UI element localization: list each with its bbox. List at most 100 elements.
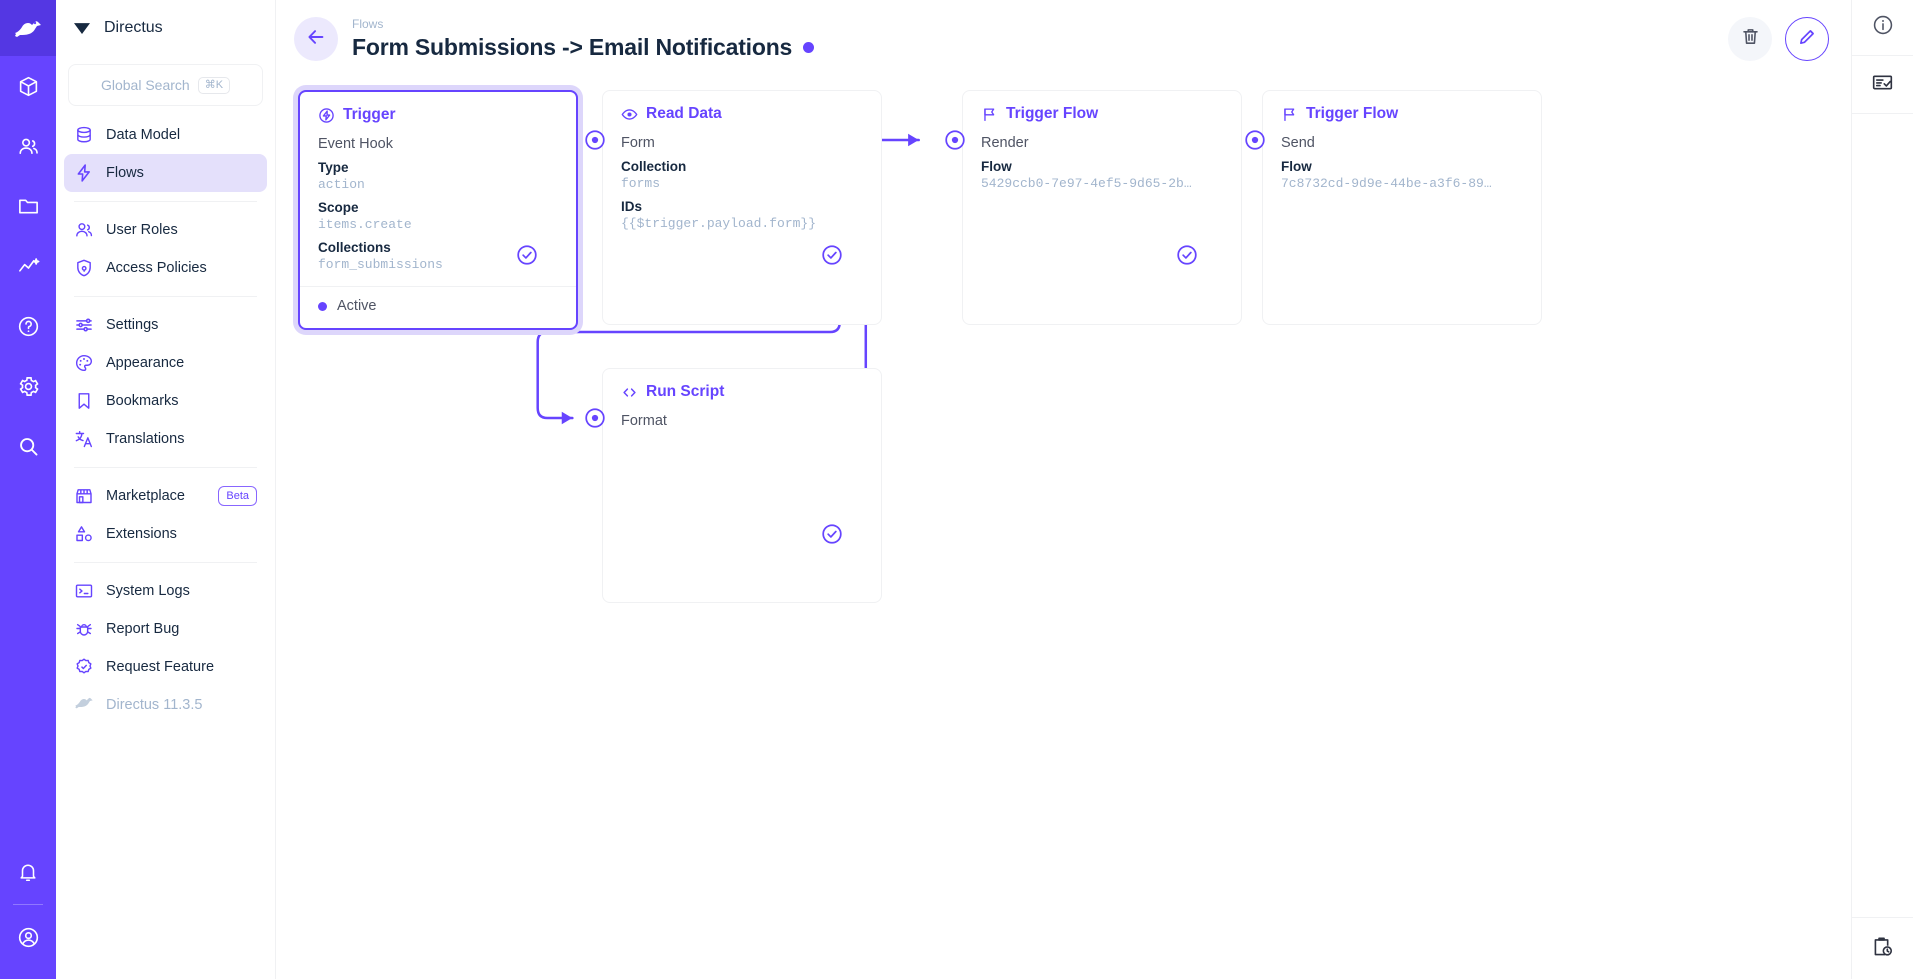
flow-node-trigger-flow-send[interactable]: Trigger Flow Send Flow 7c8732cd-9d9e-44b… [1262,90,1542,325]
sidebar-item-label: Translations [106,431,185,447]
module-docs[interactable] [0,296,56,356]
list-check-icon [1871,71,1894,99]
sidebar-item-extensions[interactable]: Extensions [64,515,267,553]
search-placeholder: Global Search [100,77,190,93]
flow-info-button[interactable] [1851,0,1913,56]
handle-run-script-input[interactable] [584,407,606,429]
sidebar-divider [74,562,257,563]
handle-trigger-flow-send-input[interactable] [1244,129,1266,151]
title-row: Form Submissions -> Email Notifications [352,34,1714,61]
sidebar-item-label: Data Model [106,127,181,143]
search-input[interactable]: Global Search ⌘K [68,64,263,106]
users-icon [74,220,94,240]
sidebar-item-label: Directus 11.3.5 [106,697,203,713]
node-field-value: forms [621,176,661,191]
module-user-directory[interactable] [0,116,56,176]
handle-read-data-input[interactable] [584,129,606,151]
directus-rabbit-logo[interactable] [0,0,56,56]
storefront-icon [74,486,94,506]
node-title-label: Read Data [646,105,722,122]
sidebar-item-access-policies[interactable]: Access Policies [64,249,267,287]
info-circle-icon [1872,14,1894,41]
database-icon [74,125,94,145]
flag-icon [981,106,998,123]
bolt-icon [74,163,94,183]
sidebar-item-settings[interactable]: Settings [64,306,267,344]
module-file-library[interactable] [0,176,56,236]
module-bar [0,0,56,979]
handle-trigger-flow-render-input[interactable] [944,129,966,151]
pencil-icon [1797,26,1818,52]
back-button[interactable] [294,17,338,61]
directus-logo-mark [72,18,92,38]
handle-run-script-resolve[interactable] [821,523,843,545]
node-field-value: 7c8732cd-9d9e-44be-a3f6-89… [1281,176,1492,191]
sidebar-item-label: User Roles [106,222,178,238]
node-subtitle: Form [621,135,655,151]
breadcrumb[interactable]: Flows [352,17,384,32]
sidebar-item-label: Report Bug [106,621,180,637]
node-title: Trigger [318,106,558,124]
sidebar-item-report-bug[interactable]: Report Bug [64,610,267,648]
bookmark-icon [74,391,94,411]
sidebar-item-flows[interactable]: Flows [64,154,267,192]
flow-logs-button[interactable] [1851,56,1913,114]
notifications-bell-icon[interactable] [0,842,56,902]
activity-history-button[interactable] [1851,917,1913,979]
search-shortcut: ⌘K [197,76,231,94]
handle-read-data-resolve[interactable] [821,244,843,266]
module-insights[interactable] [0,236,56,296]
handle-trigger-flow-render-resolve[interactable] [1176,244,1198,266]
badge-check-icon [74,657,94,677]
sidebar-item-data-model[interactable]: Data Model [64,116,267,154]
right-sidebar [1851,0,1913,979]
sidebar-item-marketplace[interactable]: Marketplace Beta [64,477,267,515]
handle-trigger-resolve[interactable] [516,244,538,266]
module-settings[interactable] [0,356,56,416]
sidebar-item-label: Settings [106,317,159,333]
page-title: Form Submissions -> Email Notifications [352,33,793,60]
sidebar-item-request-feature[interactable]: Request Feature [64,648,267,686]
module-content[interactable] [0,56,56,116]
rabbit-icon [74,695,94,715]
sidebar-item-label: Flows [106,165,144,181]
sidebar-item-label: Extensions [106,526,177,542]
sidebar-item-translations[interactable]: Translations [64,420,267,458]
shapes-icon [74,524,94,544]
account-circle-icon[interactable] [0,907,56,967]
node-title: Read Data [621,105,863,123]
active-dot-icon [318,301,327,311]
sidebar-item-label: Bookmarks [106,393,179,409]
trash-icon [1740,26,1761,52]
bug-icon [74,619,94,639]
flow-node-trigger-flow-render[interactable]: Trigger Flow Render Flow 5429ccb0-7e97-4… [962,90,1242,325]
node-subtitle: Render [981,135,1029,151]
main-area: Flows Form Submissions -> Email Notifica… [276,0,1851,979]
flow-canvas[interactable]: Trigger Event Hook Type action Scope ite… [276,78,1851,979]
sidebar-item-system-logs[interactable]: System Logs [64,572,267,610]
module-bar-divider [13,904,43,905]
arrow-left-icon [305,26,327,53]
node-field-value: action [318,177,365,192]
node-status: Active [300,286,576,314]
node-title: Run Script [621,383,863,401]
sidebar-item-appearance[interactable]: Appearance [64,344,267,382]
flow-node-run-script[interactable]: Run Script Format [602,368,882,603]
node-title-label: Trigger [343,106,396,123]
node-field-key: Collection [621,159,687,174]
flow-node-read-data[interactable]: Read Data Form Collection forms IDs {{$t… [602,90,882,325]
sidebar-item-user-roles[interactable]: User Roles [64,211,267,249]
node-field-value: items.create [318,217,412,232]
global-search-wrap: Global Search ⌘K [56,56,275,116]
module-search[interactable] [0,416,56,476]
node-title: Trigger Flow [1281,105,1523,123]
node-title-label: Trigger Flow [1306,105,1399,122]
sidebar-item-bookmarks[interactable]: Bookmarks [64,382,267,420]
edit-flow-button[interactable] [1785,17,1829,61]
node-field-key: IDs [621,199,643,214]
page-header: Flows Form Submissions -> Email Notifica… [276,0,1851,78]
delete-flow-button[interactable] [1728,17,1772,61]
flow-node-trigger[interactable]: Trigger Event Hook Type action Scope ite… [298,90,578,330]
title-block: Flows Form Submissions -> Email Notifica… [352,17,1714,61]
